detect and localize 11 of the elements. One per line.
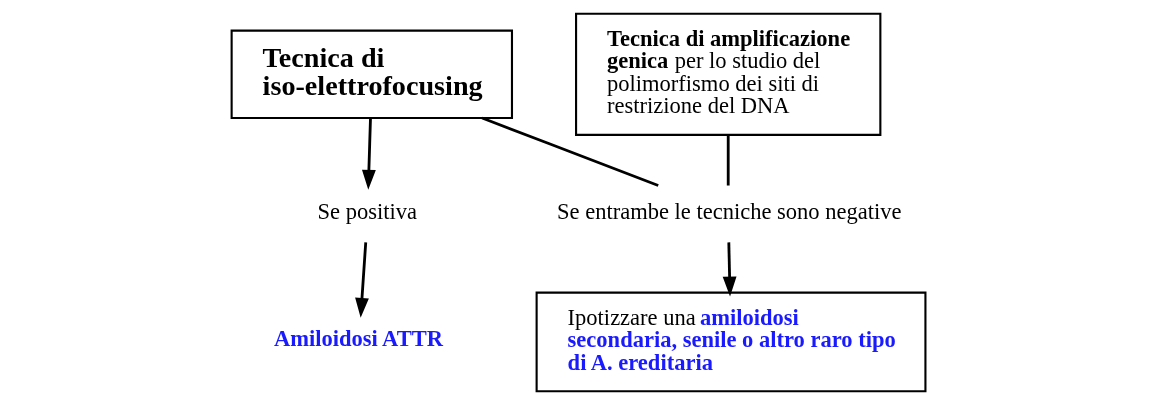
node-box: Tecnica di iso-elettrofocusing	[230, 29, 513, 120]
arrow	[361, 118, 376, 190]
arrow	[722, 242, 736, 297]
connector	[726, 135, 730, 186]
connector	[481, 116, 659, 187]
node-box: Ipotizzare una amiloidosi secondaria, senile o altro raro tipo di A. ereditaria	[535, 291, 926, 393]
node-text: Amiloidosi ATTR	[273, 325, 443, 351]
arrow	[354, 242, 369, 318]
node-box: Tecnica di amplificazione genica per lo studio del polimorfismo dei siti di restrizione del DNA	[574, 12, 881, 136]
node-text: Se entrambe le tecniche sono negative	[556, 199, 902, 225]
node-text: Se positiva	[317, 199, 417, 225]
